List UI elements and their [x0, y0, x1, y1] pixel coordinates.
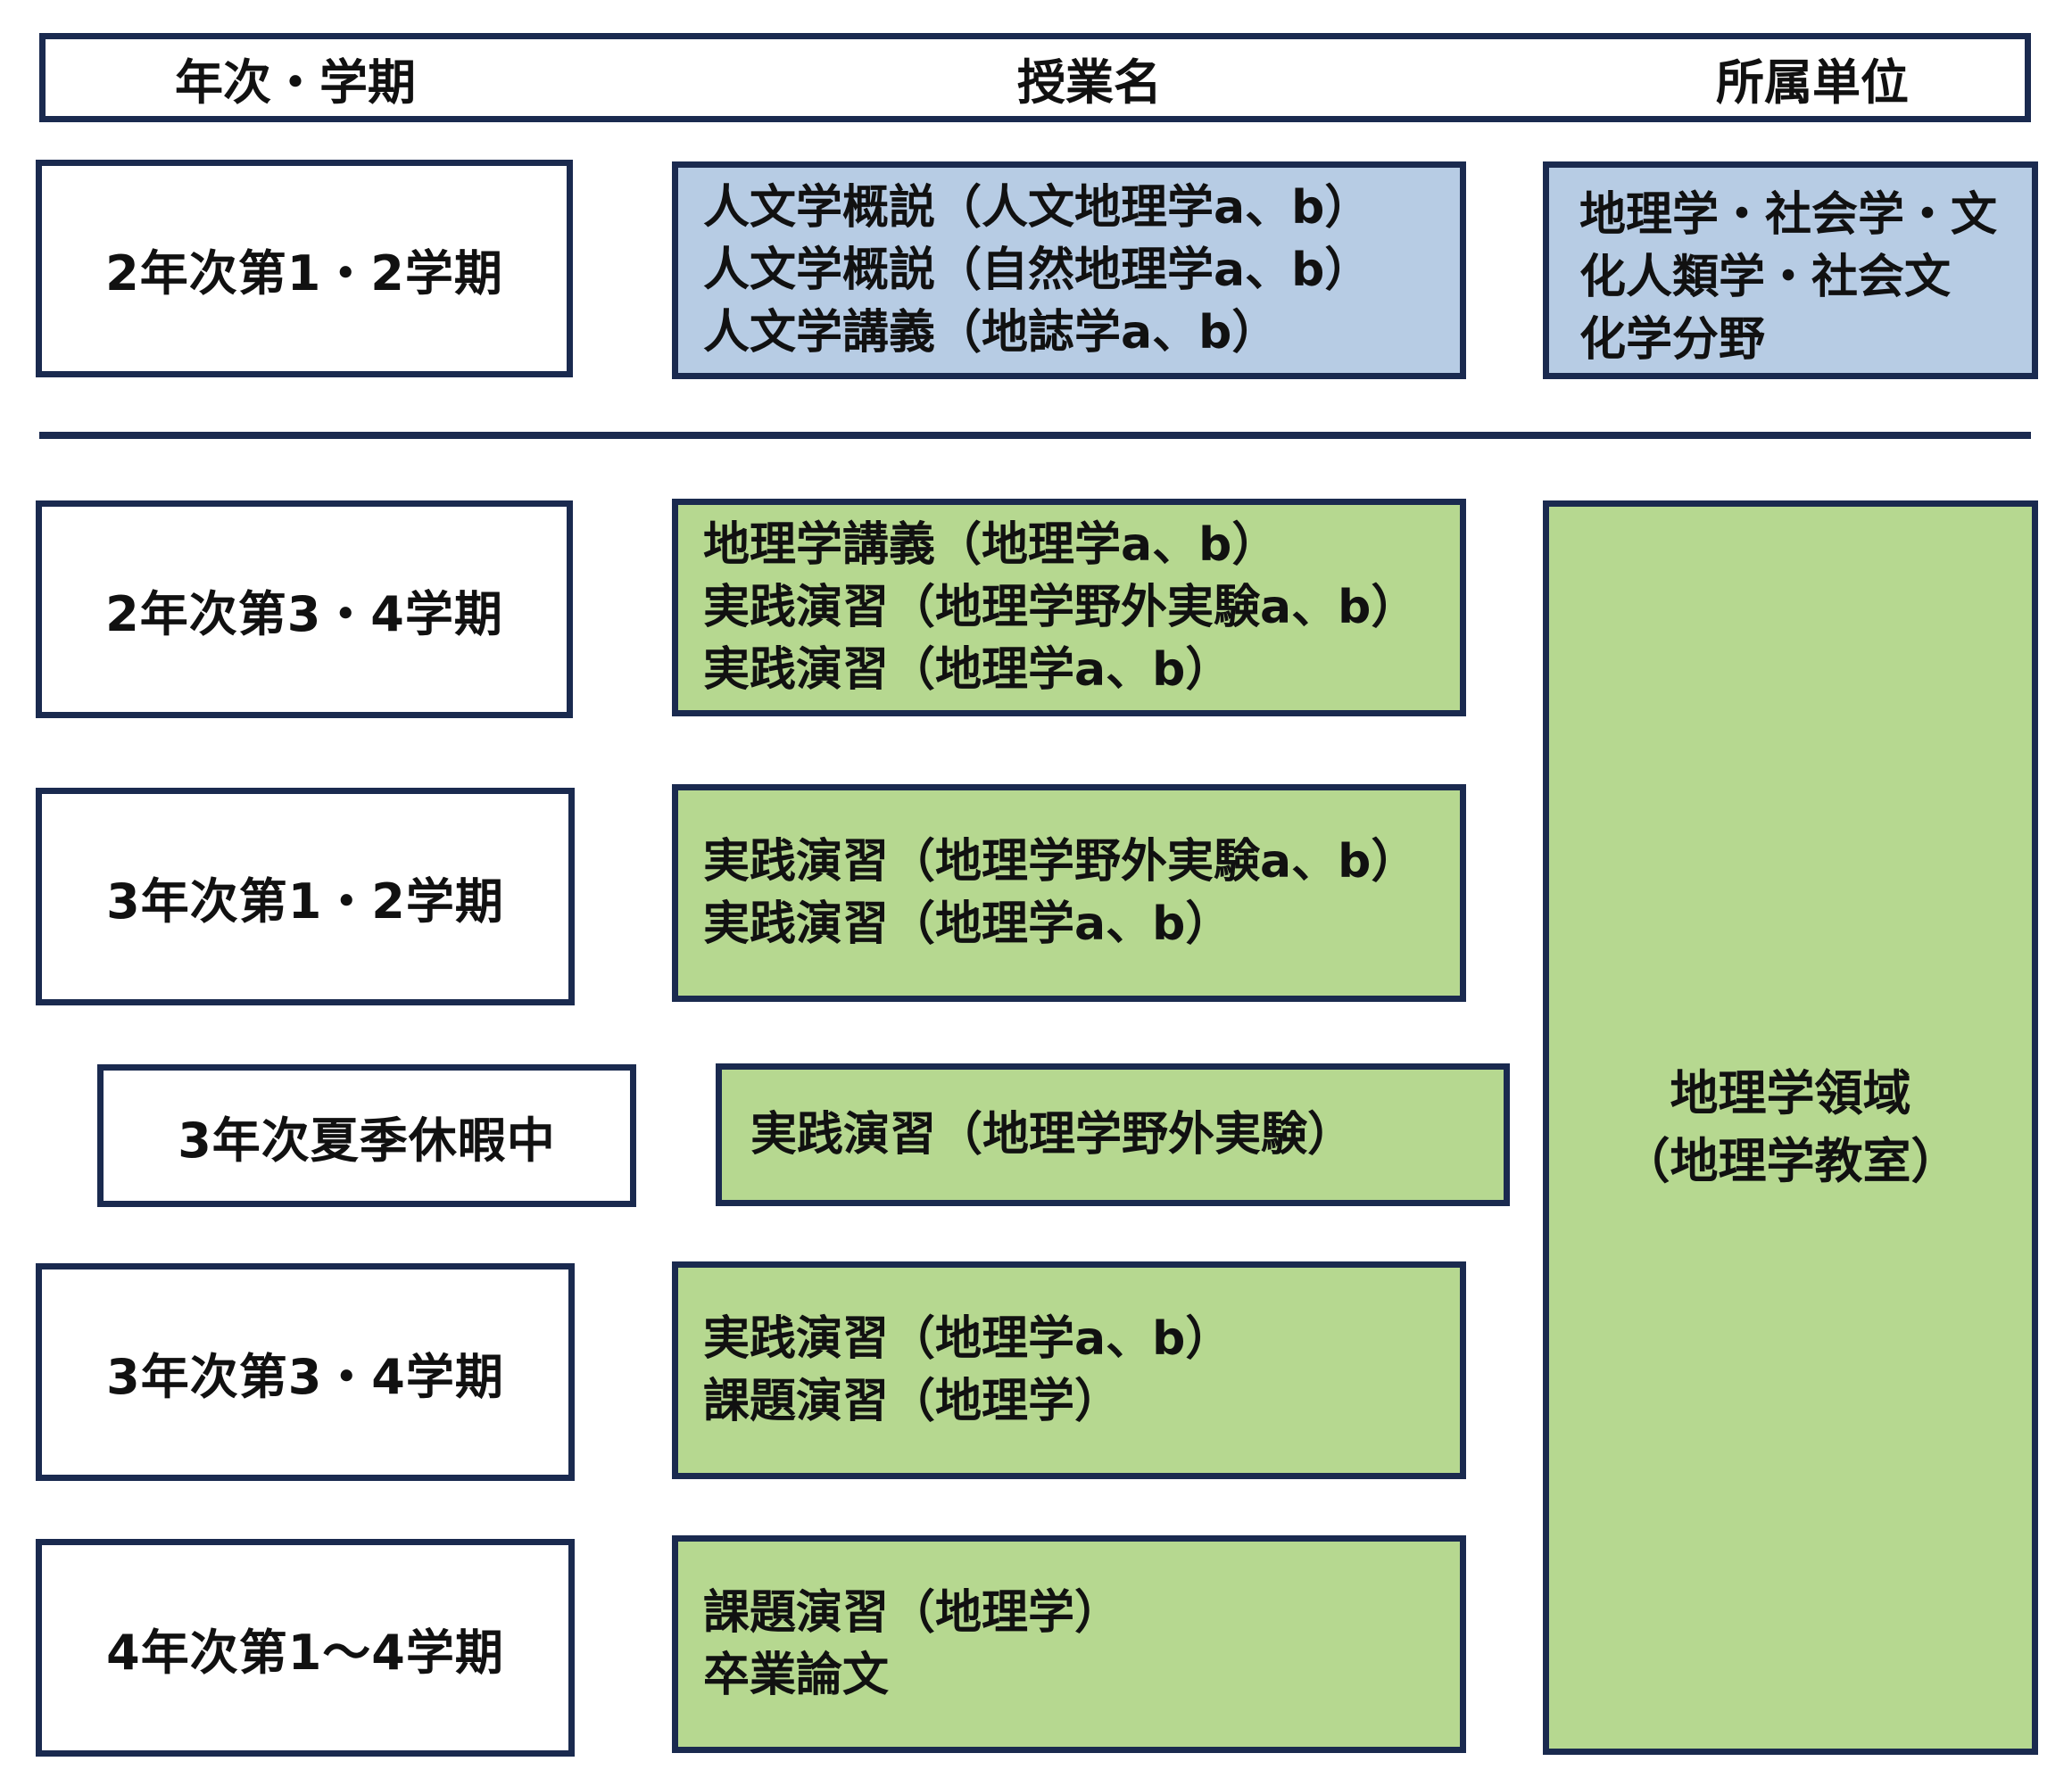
header-course: 授業名 [1017, 54, 1162, 111]
course-line: 実践演習（地理学野外実験） [750, 1108, 1355, 1162]
course-line: 人文学概説（人文地理学a、b） [703, 181, 1372, 235]
course-line: 地理学講義（地理学a、b） [703, 518, 1279, 572]
header-unit: 所属単位 [1716, 54, 1909, 111]
course-line: 人文学概説（自然地理学a、b） [703, 244, 1372, 297]
course-box: 実践演習（地理学野外実験） [716, 1063, 1510, 1206]
course-line: 実践演習（地理学a、b） [703, 1312, 1232, 1366]
term-box: 3年次夏季休暇中 [97, 1064, 636, 1207]
unit-line: 地理学領域 [1670, 1065, 1911, 1121]
course-line: 人文学講義（地誌学a、b） [703, 306, 1279, 360]
header-term: 年次・学期 [175, 54, 416, 111]
unit-line: 地理学・社会学・文 [1579, 188, 1998, 242]
course-line: 課題演習（地理学） [703, 1586, 1122, 1640]
section-divider [39, 432, 2031, 439]
course-line: 実践演習（地理学a、b） [703, 897, 1232, 951]
term-box: 2年次第1・2学期 [36, 160, 573, 377]
unit-line: （地理学教室） [1621, 1133, 1960, 1189]
course-box: 課題演習（地理学） 卒業論文 [672, 1535, 1466, 1753]
course-line: 実践演習（地理学野外実験a、b） [703, 835, 1418, 889]
unit-line: 化学分野 [1579, 313, 1766, 367]
term-box: 2年次第3・4学期 [36, 500, 573, 718]
course-box: 実践演習（地理学野外実験a、b） 実践演習（地理学a、b） [672, 784, 1466, 1002]
term-box: 3年次第1・2学期 [36, 788, 575, 1005]
course-line: 課題演習（地理学） [703, 1375, 1122, 1428]
course-box: 人文学概説（人文地理学a、b） 人文学概説（自然地理学a、b） 人文学講義（地誌… [672, 161, 1466, 379]
term-box: 3年次第3・4学期 [36, 1263, 575, 1481]
course-line: 卒業論文 [703, 1649, 890, 1702]
course-line: 実践演習（地理学a、b） [703, 643, 1232, 697]
table-header: 年次・学期 授業名 所属単位 [39, 33, 2031, 122]
course-line: 実践演習（地理学野外実験a、b） [703, 581, 1418, 634]
term-box: 4年次第1～4学期 [36, 1539, 575, 1757]
unit-box-geography: 地理学領域 （地理学教室） [1543, 500, 2038, 1755]
course-box: 実践演習（地理学a、b） 課題演習（地理学） [672, 1261, 1466, 1479]
unit-line: 化人類学・社会文 [1579, 251, 1952, 304]
unit-box: 地理学・社会学・文 化人類学・社会文 化学分野 [1543, 161, 2038, 379]
course-box: 地理学講義（地理学a、b） 実践演習（地理学野外実験a、b） 実践演習（地理学a… [672, 499, 1466, 716]
